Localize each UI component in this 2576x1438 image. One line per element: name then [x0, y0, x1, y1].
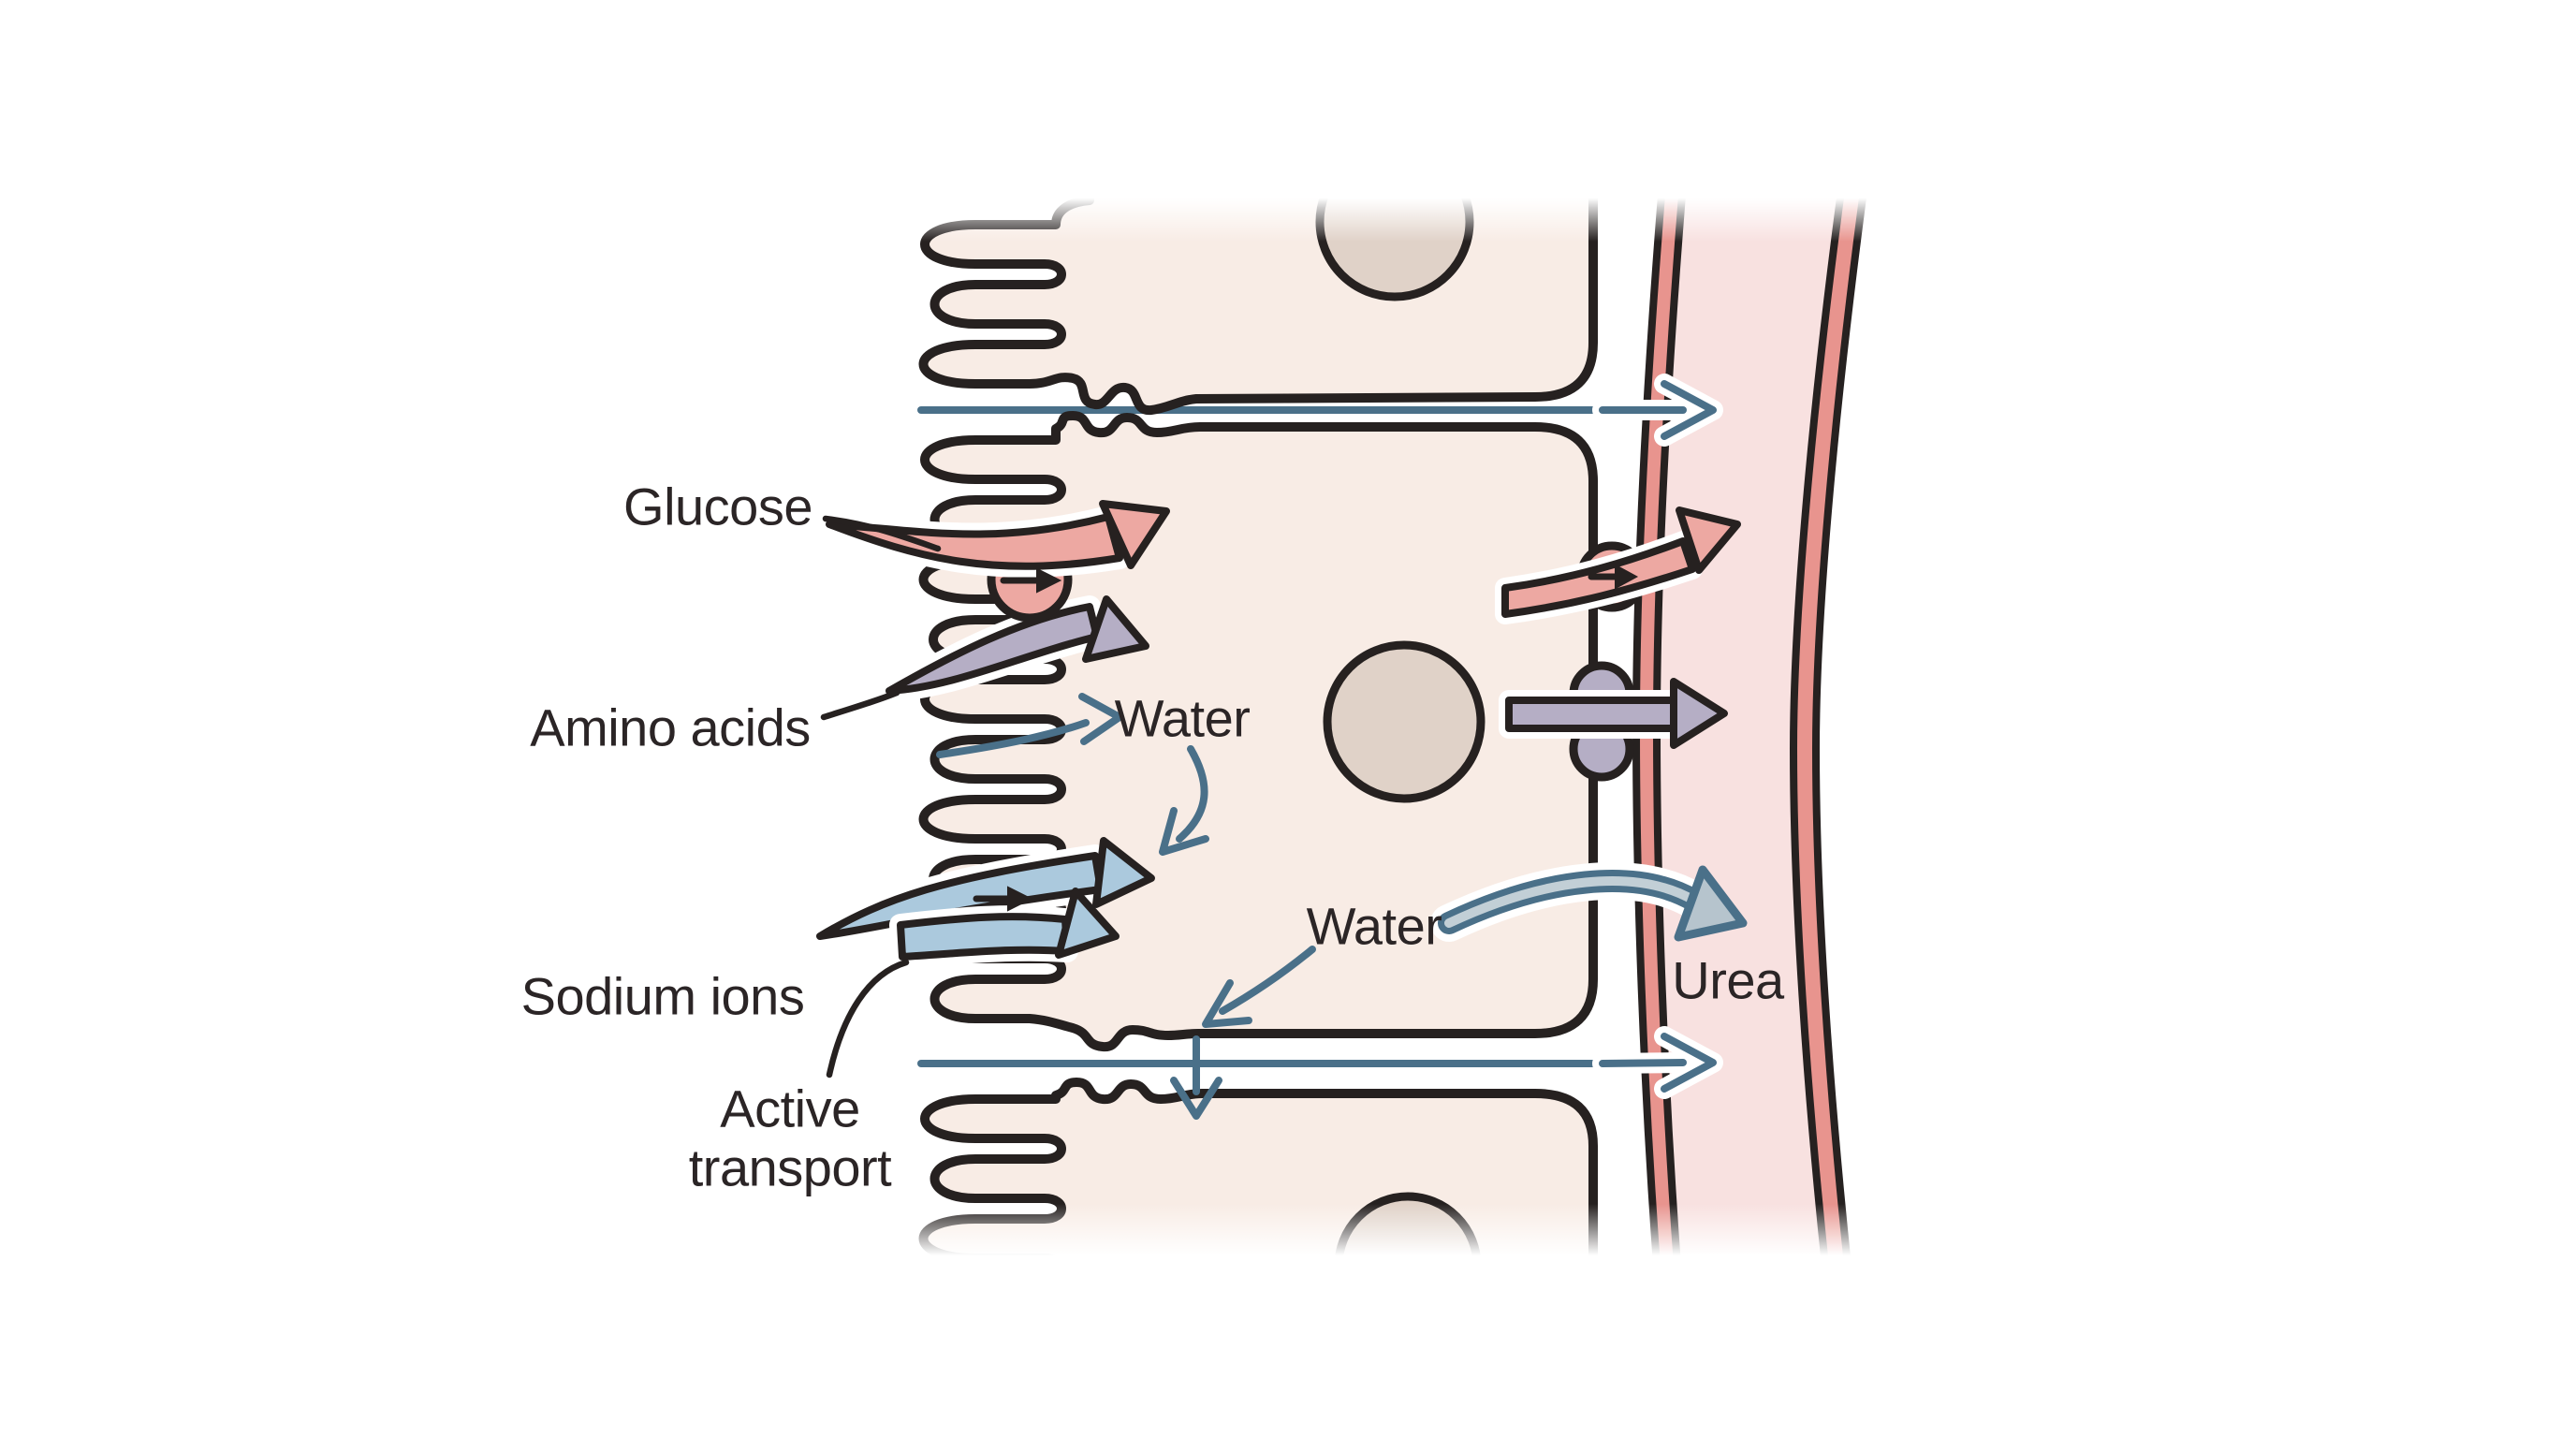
sodium-lower-shaft — [897, 913, 1071, 961]
transport-graphics — [809, 374, 1748, 1120]
glucose-leader-line — [822, 515, 942, 552]
paracellular-water-lines-under — [917, 406, 1604, 1067]
sodium-lower-arrowhead — [1055, 888, 1120, 959]
water-arrow-to-junction-head — [1202, 979, 1252, 1028]
active-transport-leader-line — [826, 959, 910, 1078]
glucose-apical-arrowhead — [1099, 500, 1170, 569]
amino-acid-arrow-basolateral — [1499, 678, 1728, 749]
sodium-arrow-lower — [889, 888, 1120, 968]
capillary-lumen — [1657, 183, 1842, 1266]
water-basolateral-label: Water — [1306, 896, 1442, 956]
amino-acids-label: Amino acids — [530, 697, 811, 757]
water-line-bottom-over — [1599, 1059, 1687, 1067]
urea-label: Urea — [1672, 950, 1784, 1010]
water-arrow-down-in-cell — [1176, 745, 1208, 843]
amino-apical-arrowhead — [1082, 595, 1149, 663]
epithelial-cell-top — [918, 181, 1598, 415]
amino-baso-arrowhead — [1670, 678, 1728, 749]
water-apical-label: Water — [1114, 688, 1251, 748]
water-arrow-into-cell — [936, 719, 1090, 758]
amino-acid-arrow-apical — [878, 595, 1149, 702]
water-arrow-through-junction-head — [1170, 1077, 1222, 1120]
nucleus-bottom-cell — [1334, 1192, 1482, 1340]
water-big-arrowhead — [1674, 865, 1748, 942]
sodium-arrow-upper — [809, 837, 1155, 947]
glucose-baso-carrier-arrowhead-icon — [1615, 564, 1639, 590]
label-leader-lines — [820, 515, 942, 1078]
glucose-baso-arrowhead — [1676, 506, 1741, 574]
nucleus-top-cell — [1315, 142, 1474, 301]
water-arrow-into-cell-head — [1078, 693, 1123, 745]
water-arrow-to-capillary — [1430, 862, 1748, 942]
paracellular-water-lines-over — [1592, 374, 1723, 1099]
water-line-bottom-arrowhead — [1661, 1033, 1717, 1093]
sodium-upper-arrowhead — [1092, 837, 1155, 908]
water-line-top-arrowhead — [1661, 380, 1717, 440]
epithelial-cell-bottom — [918, 1078, 1598, 1302]
amino-acids-leader-line — [820, 689, 900, 721]
glucose-carrier-arrowhead-icon — [1036, 567, 1062, 594]
water-arrows-thin — [936, 693, 1316, 1120]
glucose-label: Glucose — [623, 477, 812, 536]
glucose-arrow-apical — [818, 500, 1170, 578]
water-arrow-to-junction — [1219, 946, 1316, 1015]
sodium-ions-label: Sodium ions — [520, 966, 805, 1026]
amino-baso-shaft — [1505, 697, 1677, 732]
amino-apical-shaft — [886, 603, 1101, 695]
nucleus-middle-cell — [1323, 640, 1486, 803]
sodium-carrier-arrowhead-icon — [1007, 886, 1033, 912]
carrier-direction-arrows — [973, 564, 1639, 912]
water-arrow-down-in-cell-head — [1159, 807, 1209, 856]
active-transport-label: Active transport — [688, 1078, 892, 1196]
water-big-core — [1444, 876, 1699, 928]
